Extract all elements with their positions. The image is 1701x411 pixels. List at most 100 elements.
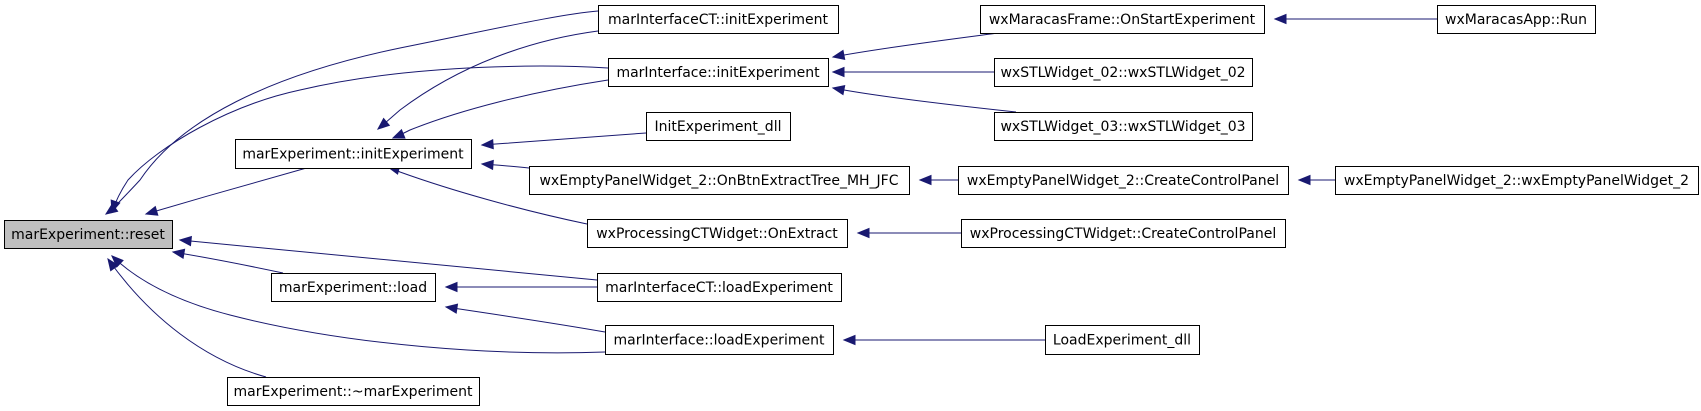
edge-line	[832, 87, 1017, 113]
node-onStart[interactable]: wxMaracasFrame::OnStartExperiment	[980, 5, 1265, 34]
node-box	[529, 166, 910, 195]
edge-iLoad-to-load	[444, 303, 606, 333]
node-iInit[interactable]: marInterface::initExperiment	[608, 58, 829, 87]
node-box	[587, 219, 848, 248]
node-initDll[interactable]: InitExperiment_dll	[646, 112, 791, 141]
edge-arrowhead	[444, 281, 458, 293]
edge-ictInit-to-init	[376, 30, 599, 130]
edge-onStart-to-iInit	[831, 32, 999, 61]
node-box	[646, 112, 791, 141]
node-label: wxSTLWidget_02::wxSTLWidget_02	[1000, 65, 1245, 81]
edge-line	[105, 10, 599, 215]
node-box	[605, 325, 834, 355]
node-box	[4, 220, 173, 249]
node-ictLoad[interactable]: marInterfaceCT::loadExperiment	[597, 273, 842, 302]
edge-arrowhead	[480, 139, 494, 150]
edge-ictInit-to-reset	[104, 10, 599, 215]
node-emptyCtor[interactable]: wxEmptyPanelWidget_2::wxEmptyPanelWidget…	[1335, 166, 1699, 195]
node-box	[235, 139, 472, 169]
node-label: wxMaracasFrame::OnStartExperiment	[989, 12, 1256, 28]
node-iLoad[interactable]: marInterface::loadExperiment	[605, 325, 834, 355]
edge-iInit-to-reset	[110, 65, 609, 214]
edge-line	[832, 32, 999, 58]
edge-line	[392, 79, 609, 139]
edge-ictLoad-to-load	[444, 281, 597, 293]
edge-arrowhead	[842, 334, 856, 346]
edge-arrowhead	[444, 303, 459, 314]
node-label: wxMaracasApp::Run	[1445, 12, 1587, 28]
node-ccPanelPct[interactable]: wxProcessingCTWidget::CreateControlPanel	[961, 219, 1286, 248]
edge-arrowhead	[1297, 174, 1311, 186]
node-box	[958, 166, 1289, 195]
edge-line	[107, 258, 267, 378]
node-label: InitExperiment_dll	[655, 119, 782, 135]
edge-arrowhead	[918, 174, 932, 186]
edges-layer	[104, 10, 1437, 378]
node-loadDll[interactable]: LoadExperiment_dll	[1045, 325, 1200, 355]
node-label: marExperiment::initExperiment	[242, 147, 464, 163]
node-label: marExperiment::load	[279, 280, 427, 296]
edge-load-to-reset	[171, 248, 284, 274]
node-box	[961, 219, 1286, 248]
node-label: marInterfaceCT::loadExperiment	[605, 280, 833, 296]
node-reset[interactable]: marExperiment::reset	[4, 220, 173, 249]
edge-ictLoad-to-reset	[178, 235, 598, 281]
edge-arrowhead	[171, 248, 186, 260]
edge-btnExtract-to-init	[480, 159, 530, 171]
edge-line	[377, 30, 599, 130]
edge-iLoad-to-reset	[111, 255, 606, 354]
node-ictInit[interactable]: marInterfaceCT::initExperiment	[598, 5, 839, 34]
edge-line	[445, 306, 606, 333]
edge-arrowhead	[831, 84, 846, 96]
edge-arrowhead	[831, 66, 845, 78]
node-label: marInterface::loadExperiment	[614, 333, 825, 349]
edge-ccPanel2-to-btnExtract	[918, 174, 958, 186]
node-box	[994, 112, 1253, 141]
edge-loadDll-to-iLoad	[842, 334, 1045, 346]
node-label: marInterface::initExperiment	[616, 65, 820, 81]
edge-arrowhead	[1273, 13, 1287, 25]
node-box	[608, 58, 829, 87]
node-label: wxEmptyPanelWidget_2::wxEmptyPanelWidget…	[1344, 173, 1689, 189]
edge-arrowhead	[144, 205, 159, 216]
node-label: wxEmptyPanelWidget_2::CreateControlPanel	[967, 173, 1279, 189]
edge-arrowhead	[480, 159, 494, 171]
node-dtor[interactable]: marExperiment::~marExperiment	[227, 377, 480, 406]
edge-stl03-to-iInit	[831, 84, 1017, 113]
node-label: wxProcessingCTWidget::OnExtract	[596, 226, 838, 242]
edge-run-to-onStart	[1273, 13, 1437, 25]
edge-arrowhead	[831, 49, 846, 61]
edge-line	[111, 255, 606, 354]
edge-line	[111, 65, 609, 213]
node-label: wxSTLWidget_03::wxSTLWidget_03	[1000, 119, 1245, 135]
node-run[interactable]: wxMaracasApp::Run	[1437, 5, 1596, 34]
edge-initDll-to-init	[480, 132, 647, 150]
node-stl02[interactable]: wxSTLWidget_02::wxSTLWidget_02	[994, 58, 1253, 87]
node-box	[597, 273, 842, 302]
edge-ccPanelPct-to-pctExtract	[856, 227, 961, 239]
node-pctExtract[interactable]: wxProcessingCTWidget::OnExtract	[587, 219, 848, 248]
edge-arrowhead	[111, 255, 124, 268]
node-load[interactable]: marExperiment::load	[271, 273, 436, 302]
node-label: wxEmptyPanelWidget_2::OnBtnExtractTree_M…	[539, 173, 898, 189]
node-box	[980, 5, 1265, 34]
node-init[interactable]: marExperiment::initExperiment	[235, 139, 472, 169]
node-box	[227, 377, 480, 406]
node-btnExtract[interactable]: wxEmptyPanelWidget_2::OnBtnExtractTree_M…	[529, 166, 910, 195]
node-box	[271, 273, 436, 302]
node-label: marInterfaceCT::initExperiment	[608, 12, 828, 28]
node-label: wxProcessingCTWidget::CreateControlPanel	[970, 226, 1276, 242]
node-box	[994, 58, 1253, 87]
node-box	[1437, 5, 1596, 34]
node-ccPanel2[interactable]: wxEmptyPanelWidget_2::CreateControlPanel	[958, 166, 1289, 195]
edge-line	[481, 132, 647, 146]
edge-emptyCtor-to-ccPanel2	[1297, 174, 1335, 186]
edge-line	[172, 251, 284, 274]
edge-iInit-to-init	[391, 79, 609, 139]
node-label: marExperiment::reset	[11, 227, 165, 243]
edge-line	[179, 239, 598, 281]
node-stl03[interactable]: wxSTLWidget_03::wxSTLWidget_03	[994, 112, 1253, 141]
node-box	[1335, 166, 1699, 195]
node-box	[598, 5, 839, 34]
